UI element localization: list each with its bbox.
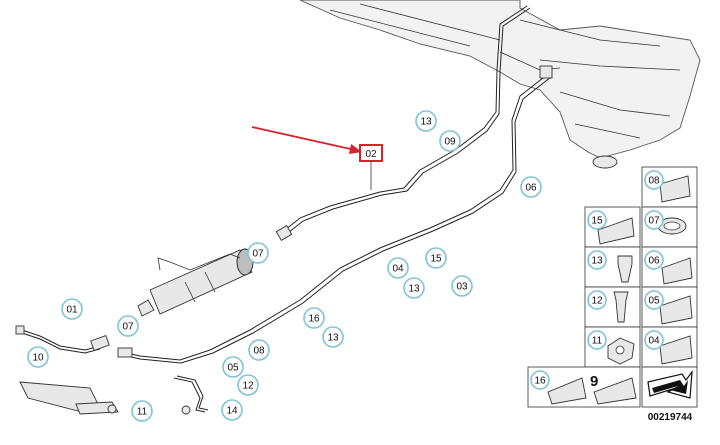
legend-label-05: 05 <box>644 290 664 310</box>
legend-label-04: 04 <box>644 330 664 350</box>
legend-label-15: 15 <box>587 210 607 230</box>
legend-label: 06 <box>648 256 660 267</box>
callout-label: 12 <box>242 381 254 392</box>
callout-group: 13 09 06 07 15 04 13 03 01 07 16 13 05 08 12 10 11 14 <box>27 110 542 422</box>
callout-label: 14 <box>226 406 238 417</box>
callout-ring <box>247 242 269 264</box>
callout-label: 15 <box>430 254 442 265</box>
callout-label: 16 <box>308 314 320 325</box>
callout-07: 07 <box>247 242 269 264</box>
callout-ring <box>237 374 259 396</box>
callout-04: 04 <box>387 257 409 279</box>
legend-ring <box>587 210 607 230</box>
legend-label-08: 08 <box>644 170 664 190</box>
reference-number: 00219744 <box>648 412 693 423</box>
fuel-lines <box>15 5 553 364</box>
legend-label: 08 <box>648 176 660 187</box>
parts-legend: 9 08 15 07 13 06 12 05 11 04 16 <box>527 166 698 408</box>
callout-13: 13 <box>415 110 437 132</box>
callout-label: 11 <box>137 407 148 418</box>
callout-ring <box>61 298 83 320</box>
highlight-label-text: 02 <box>365 149 377 160</box>
callout-09: 09 <box>439 130 461 152</box>
legend-label: 15 <box>591 216 603 227</box>
pointer-arrow-icon <box>251 126 362 154</box>
callout-14: 14 <box>221 399 243 421</box>
legend-ring <box>644 250 664 270</box>
continue-arrow-icon <box>647 369 693 399</box>
legend-ring <box>644 170 664 190</box>
callout-03: 03 <box>451 275 473 297</box>
highlighted-part-label: 02 <box>359 144 383 190</box>
legend-label-12: 12 <box>587 290 607 310</box>
callout-11: 11 <box>131 400 153 422</box>
legend-grouped-label: 9 <box>590 373 598 390</box>
callout-label: 10 <box>32 353 44 364</box>
fuel-filter-illustration <box>137 248 254 317</box>
callout-ring <box>520 176 542 198</box>
legend-label-16: 16 <box>530 370 550 390</box>
legend-label-07: 07 <box>644 210 664 230</box>
callout-ring <box>303 307 325 329</box>
callout-ring <box>322 326 344 348</box>
callout-01: 01 <box>61 298 83 320</box>
callout-ring <box>425 247 447 269</box>
callout-label: 06 <box>525 183 537 194</box>
callout-ring <box>221 399 243 421</box>
legend-ring <box>587 250 607 270</box>
callout-07: 07 <box>117 315 139 337</box>
legend-label: 07 <box>648 216 660 227</box>
callout-15: 15 <box>425 247 447 269</box>
callout-label: 07 <box>252 249 264 260</box>
callout-06: 06 <box>520 176 542 198</box>
callout-ring <box>117 315 139 337</box>
legend-ring <box>644 290 664 310</box>
legend-ring <box>644 210 664 230</box>
callout-ring <box>27 346 49 368</box>
callout-10: 10 <box>27 346 49 368</box>
legend-label: 04 <box>648 336 660 347</box>
legend-ring <box>587 330 607 350</box>
callout-label: 05 <box>227 363 239 374</box>
callout-label: 08 <box>253 346 265 357</box>
legend-label-11: 11 <box>587 330 607 350</box>
callout-label: 07 <box>122 322 134 333</box>
callout-label: 04 <box>392 264 404 275</box>
callout-05: 05 <box>222 356 244 378</box>
legend-label: 05 <box>648 296 660 307</box>
callout-08: 08 <box>248 339 270 361</box>
callout-ring <box>439 130 461 152</box>
fuel-tank-illustration <box>299 0 701 169</box>
callout-label: 13 <box>420 117 432 128</box>
legend-label: 13 <box>591 256 603 267</box>
callout-16: 16 <box>303 307 325 329</box>
callout-ring <box>403 277 425 299</box>
callout-label: 09 <box>444 137 456 148</box>
callout-label: 01 <box>66 305 78 316</box>
callout-ring <box>248 339 270 361</box>
legend-label-13: 13 <box>587 250 607 270</box>
legend-ring <box>587 290 607 310</box>
legend-ring <box>644 330 664 350</box>
callout-12: 12 <box>237 374 259 396</box>
legend-label: 12 <box>591 296 603 307</box>
legend-label: 11 <box>592 336 603 347</box>
heat-shield-illustration <box>19 381 119 415</box>
callout-ring <box>451 275 473 297</box>
callout-label: 03 <box>456 282 468 293</box>
legend-label: 16 <box>534 376 546 387</box>
callout-ring <box>387 257 409 279</box>
callout-ring <box>131 400 153 422</box>
callout-label: 13 <box>327 333 339 344</box>
legend-ring <box>530 370 550 390</box>
callout-ring <box>415 110 437 132</box>
callout-13: 13 <box>403 277 425 299</box>
callout-13: 13 <box>322 326 344 348</box>
callout-ring <box>222 356 244 378</box>
callout-label: 13 <box>408 284 420 295</box>
bracket-illustration <box>173 375 209 415</box>
legend-label-06: 06 <box>644 250 664 270</box>
